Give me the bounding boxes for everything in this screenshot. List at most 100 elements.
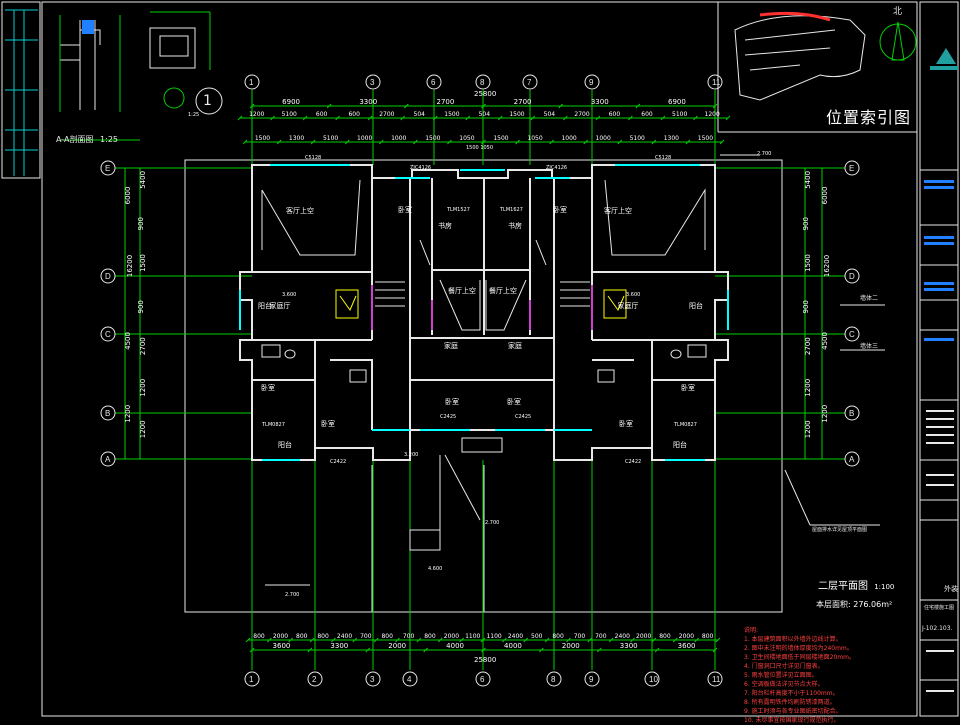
- axis-label-bottom: 11: [712, 675, 721, 684]
- axis-bubble-right: [844, 160, 860, 176]
- room-label: 客厅上空: [604, 206, 632, 215]
- axis-label-bottom: 6: [480, 675, 485, 684]
- plan-area: 本层面积: 276.06m²: [816, 600, 893, 609]
- bottom-dim-row2-text: 2000: [388, 642, 406, 650]
- axis-label-bottom: 8: [551, 675, 556, 684]
- top-dim-row3-text: 1500: [493, 135, 508, 142]
- plan-annotation: C2425: [440, 414, 456, 420]
- callout-roof: 屋面排水详见屋顶平面图: [812, 527, 868, 533]
- axis-bubble-bottom: [546, 671, 562, 687]
- top-dim-row2-tick: [432, 115, 438, 121]
- top-dim-row1-text: 6900: [668, 98, 686, 106]
- top-dim-row2-text: 600: [641, 111, 653, 118]
- bottom-dim-row1-text: 700: [574, 633, 586, 640]
- room-label: 餐厅上空: [448, 286, 476, 295]
- bottom-dim-row1-tick: [352, 637, 358, 643]
- note-line: 3. 卫生间楼地面低于同层楼地面20mm。: [744, 654, 855, 661]
- bottom-dim-row1-tick: [267, 637, 272, 643]
- plan-annotation: C5128: [655, 155, 671, 161]
- room-label: 卧室: [619, 419, 633, 428]
- right-note-1: 墙体二: [860, 295, 879, 302]
- plan-annotation: 1500 1050: [466, 145, 493, 151]
- axis-bubble-bottom: [707, 671, 723, 687]
- right-dim-inner-text: 1500: [804, 254, 812, 272]
- top-dim-row3-tick: [617, 139, 623, 145]
- bottom-dim-row1-text: 800: [317, 633, 329, 640]
- top-dim-row3-text: 1000: [596, 135, 611, 142]
- top-dim-row2-tick: [693, 115, 698, 121]
- top-dim-row3-tick: [719, 139, 725, 145]
- axis-bubble-left: [100, 326, 116, 342]
- plan-annotation: TLM0827: [261, 422, 285, 428]
- top-dim-row1-tick: [558, 103, 564, 109]
- right-dim-inner-text: 900: [802, 300, 810, 313]
- axis-bubble-left: [100, 268, 116, 284]
- top-dim-row1-tick: [249, 103, 255, 109]
- plan-title-scale: 1:100: [874, 583, 895, 591]
- bottom-dim-row1-tick: [672, 637, 678, 643]
- bottom-dim-row1-text: 2400: [337, 633, 352, 640]
- right-dim-outer-text: 4500: [821, 332, 829, 350]
- top-dim-row2-text: 600: [609, 111, 621, 118]
- top-dim-row3-text: 5100: [630, 135, 645, 142]
- bottom-dim-row2-text: 4000: [504, 642, 522, 650]
- note-line: 1. 本层建筑面积以外墙外边线计算。: [744, 636, 842, 643]
- plan-annotation: 3.600: [282, 292, 296, 298]
- bottom-dim-row1-tick: [630, 637, 635, 643]
- top-dim-row3-tick: [378, 139, 384, 145]
- axis-bubble-top: [522, 74, 538, 90]
- bottom-dim-row1-text: 800: [296, 633, 308, 640]
- top-dim-total: 25800: [474, 90, 496, 98]
- top-dim-row2-tick: [660, 115, 666, 121]
- plan-annotation: 3.200: [404, 452, 418, 458]
- bottom-dim-row2-text: 3600: [678, 642, 696, 650]
- right-dim-outer-text: 6000: [821, 187, 829, 205]
- axis-label-top: 7: [527, 78, 532, 87]
- bottom-dim-row1-tick: [608, 637, 614, 643]
- top-dim-row2-tick: [237, 115, 243, 121]
- top-dim-row3-text: 1000: [561, 135, 576, 142]
- bottom-dim-row1-tick: [331, 637, 336, 643]
- bottom-dim-row2-tick: [596, 647, 602, 653]
- axis-label-bottom: 3: [370, 675, 375, 684]
- bottom-dim-row2-tick: [712, 647, 718, 653]
- left-dim-outer-text: 16200: [126, 255, 134, 277]
- top-dim-row2-text: 2700: [379, 111, 394, 118]
- bottom-dim-row1-tick: [544, 637, 550, 643]
- bottom-dim-row1-text: 700: [403, 633, 415, 640]
- plan-annotation: TLM1627: [499, 207, 523, 213]
- bottom-dim-row2-text: 3300: [620, 642, 638, 650]
- top-dim-row2-text: 1500: [509, 111, 524, 118]
- location-map-title: 位置索引图: [826, 108, 912, 127]
- top-dim-row3-text: 1300: [664, 135, 679, 142]
- plan-annotation: ZJC4126: [546, 165, 567, 171]
- bottom-dim-row1-tick: [566, 637, 571, 643]
- notes-title: 说明:: [744, 627, 759, 634]
- axis-label-left: D: [105, 272, 111, 281]
- plan-title-text: 二层平面图: [818, 581, 868, 592]
- plan-annotation: C2422: [625, 459, 641, 465]
- right-dim-outer-text: 16200: [823, 255, 831, 277]
- axis-label-left: B: [105, 409, 110, 418]
- plan-annotation: C5128: [305, 155, 321, 161]
- bottom-dim-row2-text: 3300: [330, 642, 348, 650]
- axis-bubble-right: [844, 451, 860, 467]
- top-dim-row2-text: 5100: [672, 111, 687, 118]
- axis-bubble-bottom: [402, 671, 418, 687]
- top-dim-row2-text: 504: [544, 111, 556, 118]
- left-dim-inner-text: 900: [137, 300, 145, 313]
- note-line: 5. 雨水管位置详见立面图。: [744, 672, 818, 679]
- axis-bubble-right: [844, 405, 860, 421]
- top-dim-row3-text: 1000: [391, 135, 406, 142]
- plan-annotation: ZJC4126: [410, 165, 431, 171]
- top-dim-row2-tick: [335, 115, 340, 121]
- section-title: A-A剖面图 1:25: [56, 136, 118, 144]
- bottom-dim-row1-text: 800: [253, 633, 265, 640]
- axis-label-left: C: [105, 330, 111, 339]
- top-dim-row1-text: 2700: [514, 98, 532, 106]
- top-dim-row2-text: 504: [414, 111, 426, 118]
- top-dim-row2-tick: [367, 115, 373, 121]
- axis-label-right: C: [849, 330, 855, 339]
- right-dim-outer-text: 1200: [821, 405, 829, 423]
